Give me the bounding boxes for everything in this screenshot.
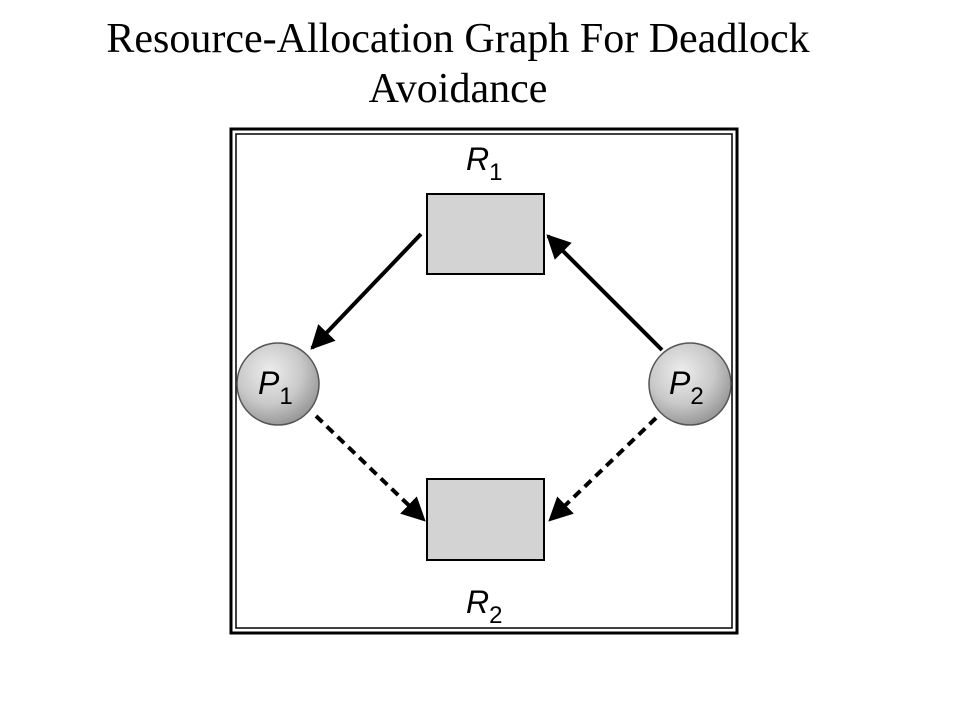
process-p1-label: P1 (258, 365, 293, 410)
resource-r2-label: R2 (466, 584, 502, 629)
resource-r2-node (426, 478, 545, 561)
edge-p1-to-r2 (314, 414, 426, 522)
edge-p2-to-r1 (546, 234, 664, 352)
frame-inner (235, 133, 733, 629)
slide-title: Resource-Allocation Graph For Deadlock A… (0, 14, 916, 114)
resource-r1-label: R1 (466, 141, 502, 186)
resource-r1-node (426, 193, 545, 275)
slide-title-line-1: Resource-Allocation Graph For Deadlock (106, 16, 810, 62)
slide-title-line-2: Avoidance (368, 66, 548, 112)
edge-r1-to-p1 (310, 232, 423, 350)
process-p2-label: P2 (669, 365, 704, 410)
edge-p2-to-r2 (548, 416, 658, 522)
process-p2-node (648, 342, 732, 426)
process-p1-node (236, 342, 320, 426)
frame-outer (229, 127, 739, 635)
